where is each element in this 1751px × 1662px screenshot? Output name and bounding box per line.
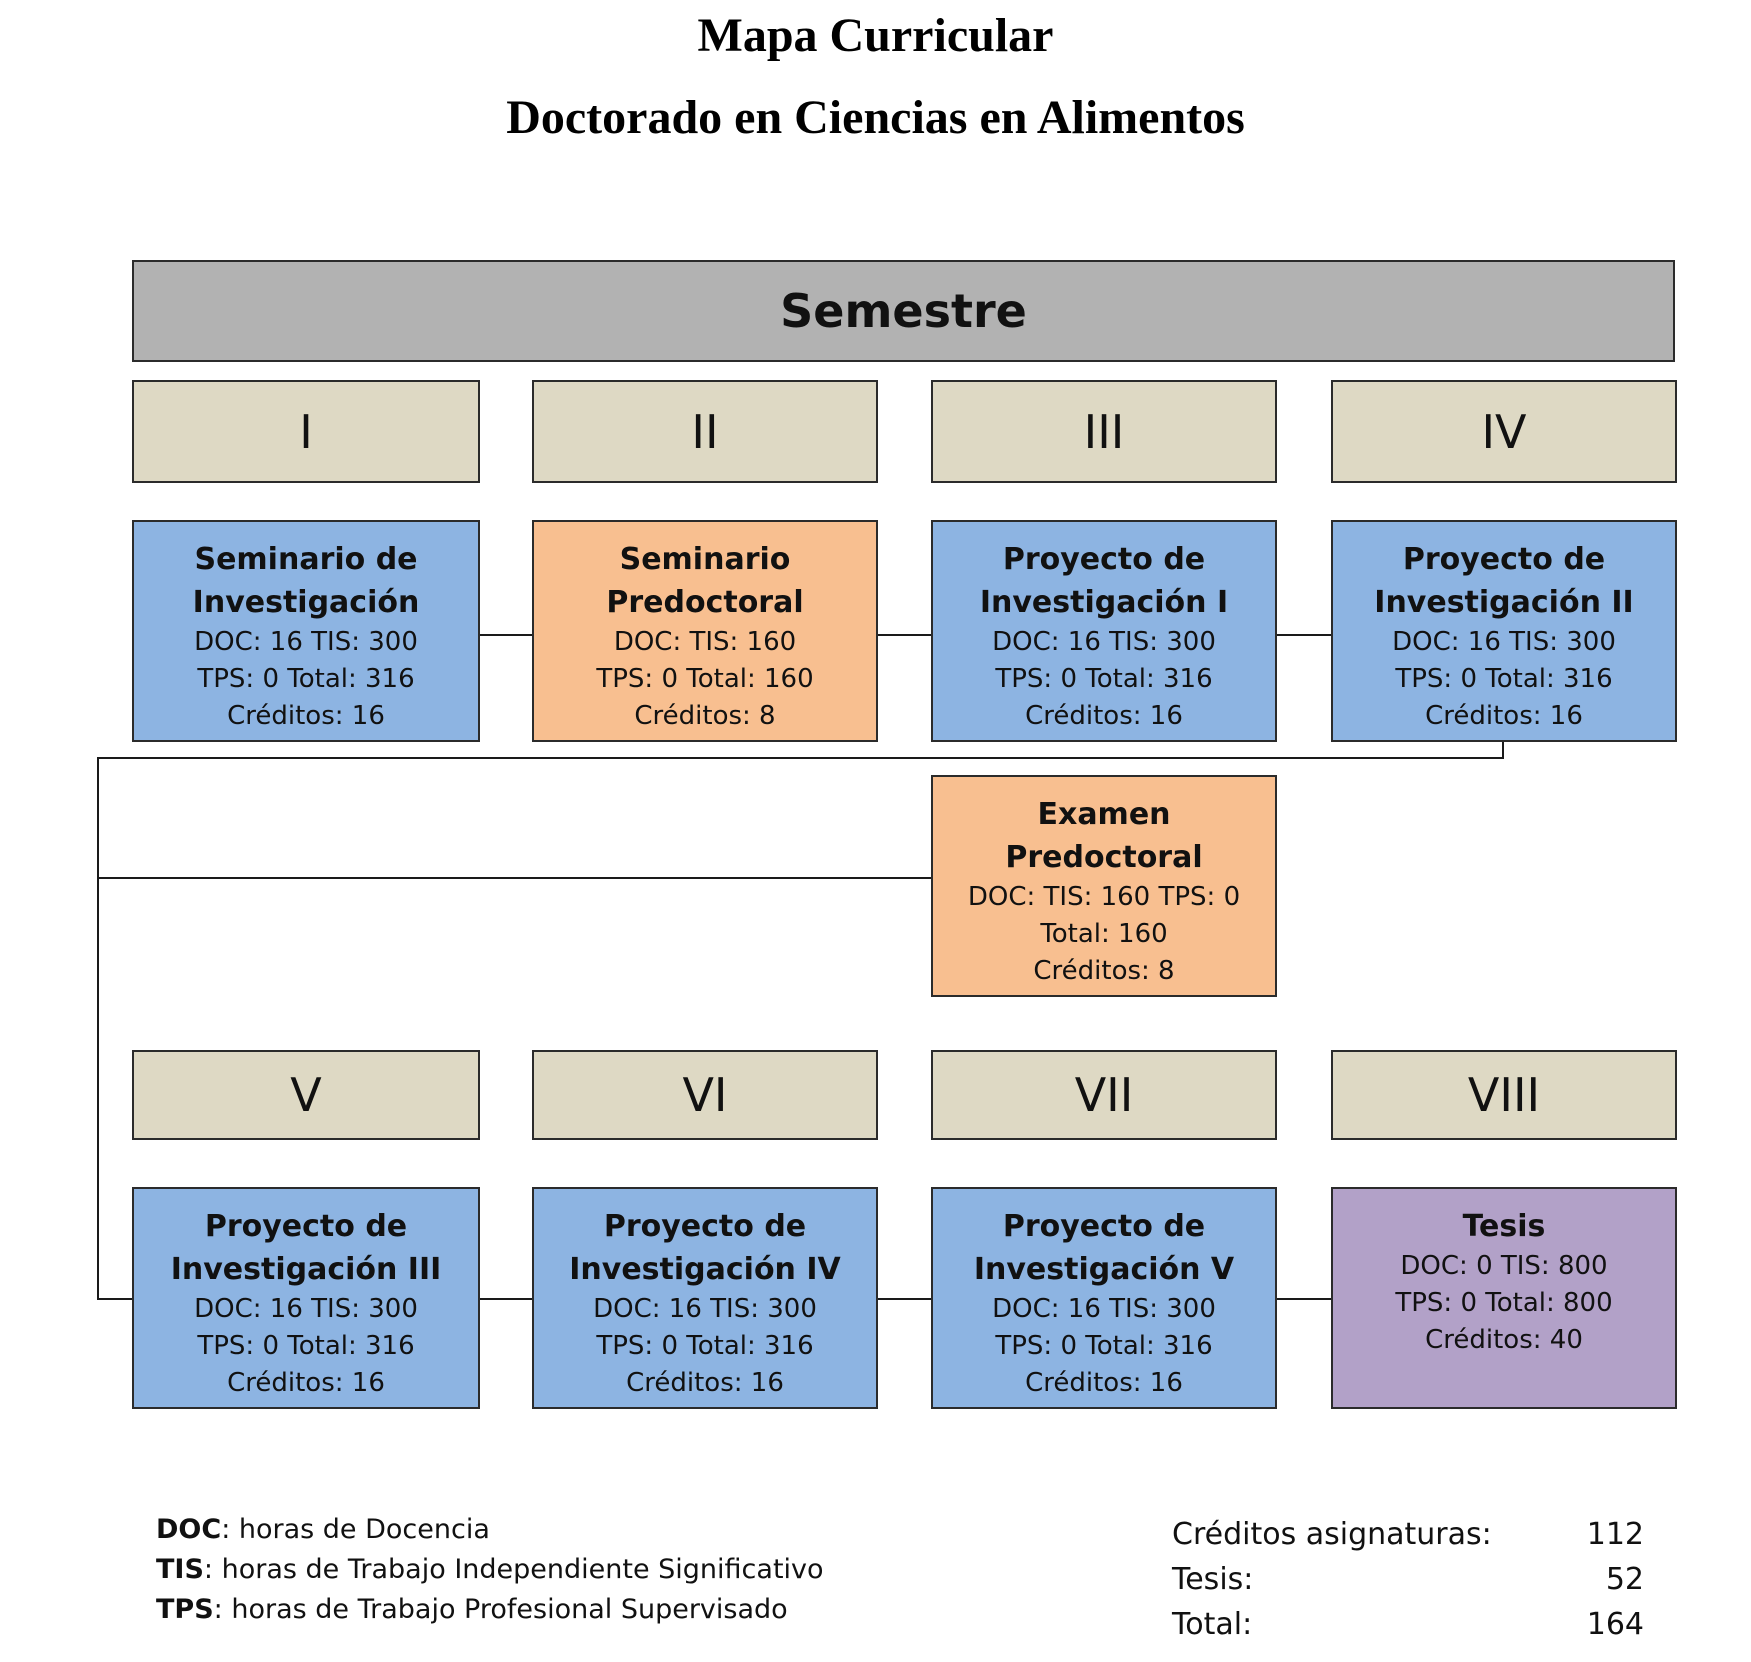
semester-III: III (931, 380, 1277, 483)
course-name: Investigación I (979, 585, 1229, 620)
course-hours: DOC: 16 TIS: 300 (194, 627, 418, 657)
course-hours: TPS: 0 Total: 316 (995, 1331, 1213, 1361)
summary-row-total: Total: 164 (1172, 1602, 1644, 1647)
course-name: Seminario de (194, 542, 418, 577)
course-proyecto-investigacion-2: Proyecto de Investigación II DOC: 16 TIS… (1331, 520, 1677, 742)
summary-value: 164 (1586, 1607, 1644, 1642)
map-title: Mapa Curricular (697, 9, 1054, 62)
course-hours: DOC: 16 TIS: 300 (1392, 627, 1616, 657)
semester-II: II (532, 380, 878, 483)
course-proyecto-investigacion-1: Proyecto de Investigación I DOC: 16 TIS:… (931, 520, 1277, 742)
summary-label: Créditos asignaturas: (1172, 1517, 1492, 1552)
program-subtitle: Doctorado en Ciencias en Alimentos (506, 91, 1245, 144)
course-credits: Créditos: 16 (626, 1368, 784, 1398)
course-proyecto-investigacion-5: Proyecto de Investigación V DOC: 16 TIS:… (931, 1187, 1277, 1409)
course-credits: Créditos: 16 (1025, 701, 1183, 731)
course-name: Investigación V (973, 1252, 1235, 1287)
semester-VI: VI (532, 1050, 878, 1140)
course-hours: DOC: 16 TIS: 300 (992, 627, 1216, 657)
course-name: Investigación II (1374, 585, 1634, 620)
course-seminario-investigacion: Seminario de Investigación DOC: 16 TIS: … (132, 520, 480, 742)
semestre-header: Semestre (132, 260, 1675, 362)
course-credits: Créditos: 16 (1425, 701, 1583, 731)
legend-abbr: TPS (156, 1594, 214, 1625)
legend-item-tps: TPS: horas de Trabajo Profesional Superv… (156, 1590, 824, 1630)
course-name: Investigación (192, 585, 420, 620)
course-tesis: Tesis DOC: 0 TIS: 800 TPS: 0 Total: 800 … (1331, 1187, 1677, 1409)
course-credits: Créditos: 16 (1025, 1368, 1183, 1398)
course-hours: DOC: 16 TIS: 300 (593, 1294, 817, 1324)
legend-item-tis: TIS: horas de Trabajo Independiente Sign… (156, 1550, 824, 1590)
summary-label: Total: (1172, 1607, 1253, 1642)
legend-text: : horas de Trabajo Profesional Supervisa… (213, 1594, 788, 1625)
course-name: Proyecto de (1402, 542, 1606, 577)
course-hours: DOC: TIS: 160 (613, 627, 797, 657)
course-credits: Créditos: 8 (1033, 956, 1175, 986)
credits-summary: Créditos asignaturas: 112 Tesis: 52 Total:… (1172, 1512, 1644, 1647)
course-hours: DOC: 16 TIS: 300 (992, 1294, 1216, 1324)
legend-abbr: TIS (156, 1554, 204, 1585)
course-name: Seminario (619, 542, 791, 577)
semester-I: I (132, 380, 480, 483)
summary-row-tesis: Tesis: 52 (1172, 1557, 1644, 1602)
connector-4-to-left (97, 740, 1504, 1300)
course-hours: DOC: 16 TIS: 300 (194, 1294, 418, 1324)
course-name: Proyecto de (1002, 1209, 1206, 1244)
summary-value: 112 (1586, 1517, 1644, 1552)
course-credits: Créditos: 16 (227, 1368, 385, 1398)
summary-row-asignaturas: Créditos asignaturas: 112 (1172, 1512, 1644, 1557)
course-examen-predoctoral: Examen Predoctoral DOC: TIS: 160 TPS: 0 … (931, 775, 1277, 997)
course-hours: TPS: 0 Total: 316 (596, 1331, 814, 1361)
semester-VIII: VIII (1331, 1050, 1677, 1140)
course-hours: TPS: 0 Total: 316 (197, 664, 415, 694)
legend-text: : horas de Trabajo Independiente Signifi… (203, 1554, 824, 1585)
semester-IV: IV (1331, 380, 1677, 483)
course-hours: DOC: 0 TIS: 800 (1400, 1251, 1608, 1281)
course-name: Investigación III (170, 1252, 442, 1287)
course-hours: TPS: 0 Total: 316 (1395, 664, 1613, 694)
course-hours: TPS: 0 Total: 316 (995, 664, 1213, 694)
course-hours: TPS: 0 Total: 160 (596, 664, 814, 694)
course-proyecto-investigacion-3: Proyecto de Investigación III DOC: 16 TI… (132, 1187, 480, 1409)
course-name: Tesis (1462, 1209, 1546, 1244)
course-hours: Total: 160 (1040, 919, 1168, 949)
semester-V: V (132, 1050, 480, 1140)
legend-text: : horas de Docencia (221, 1514, 490, 1545)
course-name: Predoctoral (606, 585, 804, 620)
semester-VII: VII (931, 1050, 1277, 1140)
legend: DOC: horas de Docencia TIS: horas de Tra… (156, 1510, 824, 1630)
course-name: Proyecto de (204, 1209, 408, 1244)
course-name: Investigación IV (569, 1252, 841, 1287)
course-seminario-predoctoral: Seminario Predoctoral DOC: TIS: 160 TPS:… (532, 520, 878, 742)
course-name: Proyecto de (603, 1209, 807, 1244)
course-hours: TPS: 0 Total: 316 (197, 1331, 415, 1361)
course-hours: DOC: TIS: 160 TPS: 0 (967, 882, 1241, 912)
course-proyecto-investigacion-4: Proyecto de Investigación IV DOC: 16 TIS… (532, 1187, 878, 1409)
course-credits: Créditos: 40 (1425, 1325, 1583, 1355)
course-name: Proyecto de (1002, 542, 1206, 577)
legend-abbr: DOC (156, 1514, 222, 1545)
course-name: Examen (1037, 797, 1171, 832)
course-credits: Créditos: 16 (227, 701, 385, 731)
course-credits: Créditos: 8 (634, 701, 776, 731)
summary-label: Tesis: (1172, 1562, 1254, 1597)
course-name: Predoctoral (1005, 840, 1203, 875)
summary-value: 52 (1605, 1562, 1644, 1597)
course-hours: TPS: 0 Total: 800 (1395, 1288, 1613, 1318)
legend-item-doc: DOC: horas de Docencia (156, 1510, 824, 1550)
